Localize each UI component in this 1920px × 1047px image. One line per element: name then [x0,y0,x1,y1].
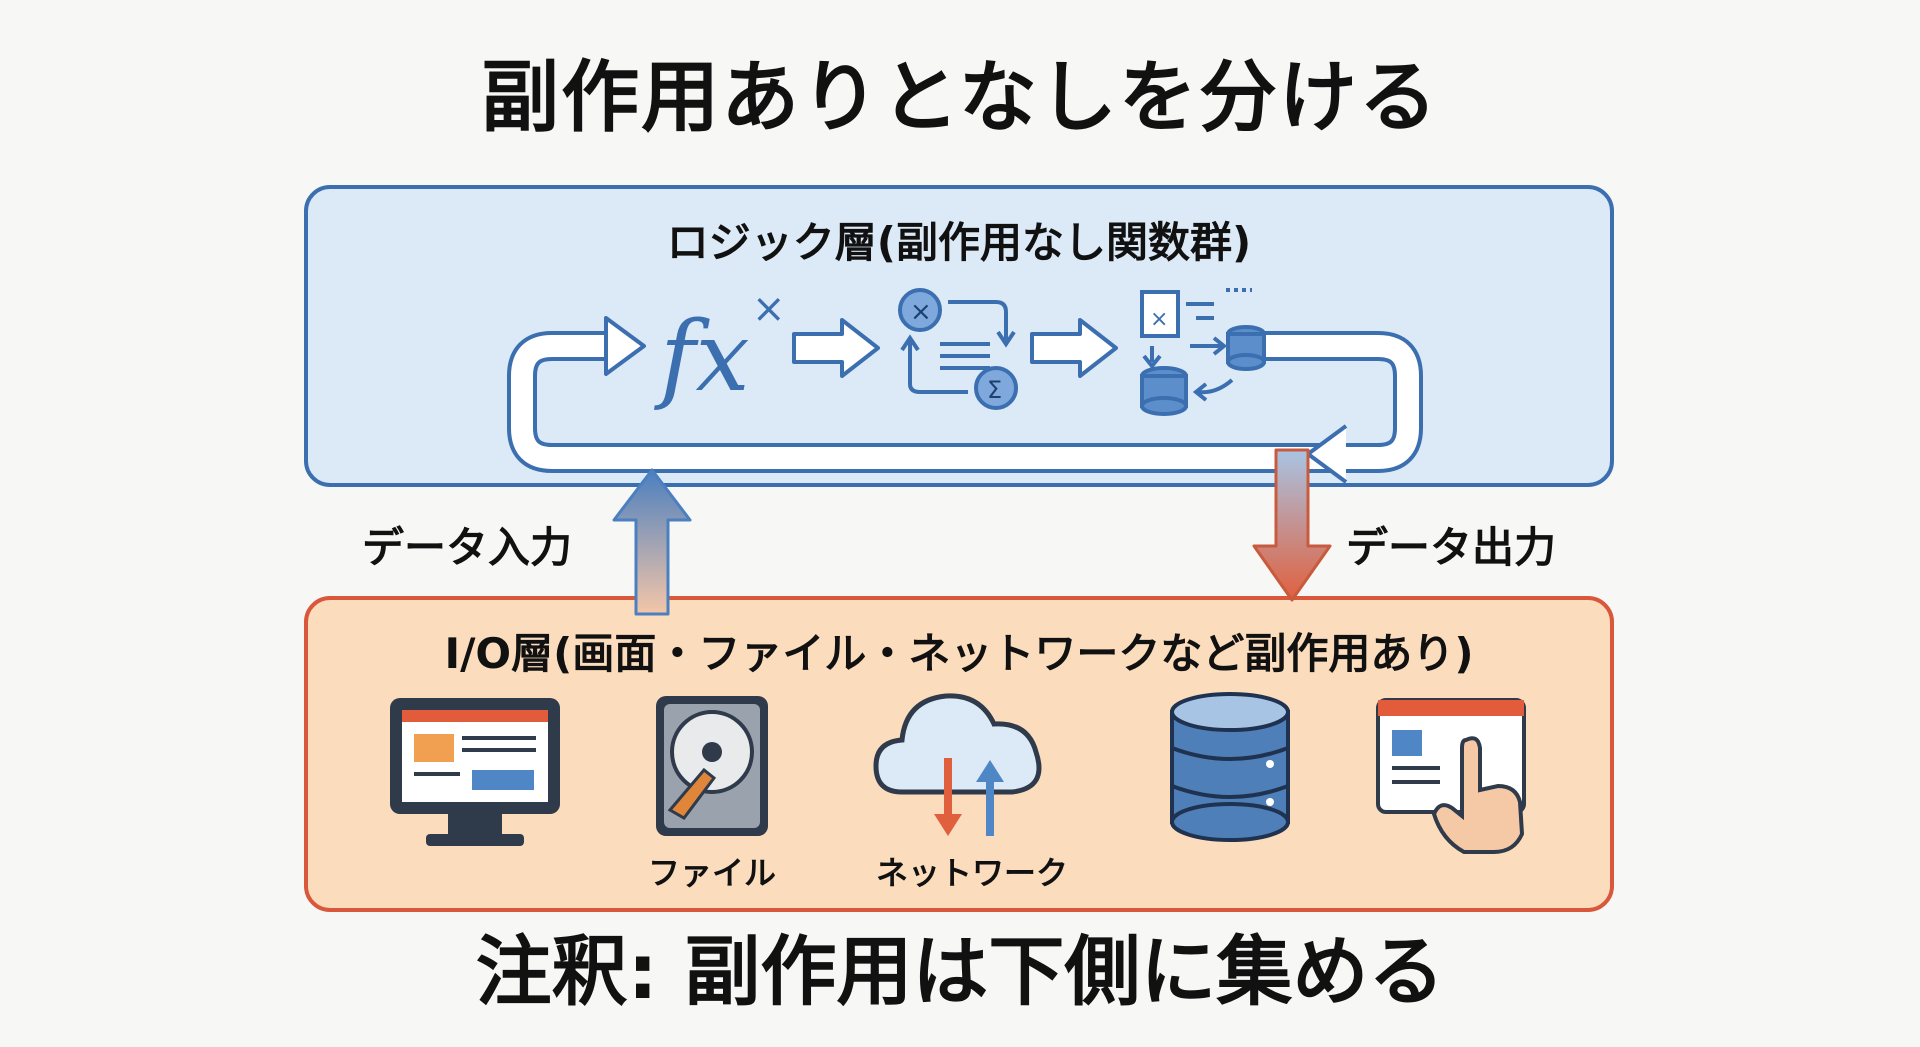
function-fx-icon: fx × [654,286,786,413]
cloud-network-icon [873,693,1042,836]
data-output-arrow [1252,448,1332,602]
fx-text: fx [654,301,750,413]
svg-text:×: × [752,286,786,332]
logic-layer-label: ロジック層(副作用なし関数群) [666,218,1252,267]
data-input-arrow [612,468,692,616]
hard-disk-file-icon [656,696,768,836]
data-flow-database-icon: × [1140,288,1266,416]
file-caption: ファイル [647,854,776,892]
data-output-label: データ出力 [1346,523,1557,572]
data-input-label: データ入力 [362,523,573,572]
browser-touch-icon [1376,698,1526,854]
svg-text:×: × [1150,307,1168,332]
footer-annotation: 注釈: 副作用は下側に集める [475,927,1445,1016]
page-title: 副作用ありとなしを分ける [481,53,1439,143]
transform-calc-icon: × Σ [898,288,1018,410]
logic-loop-arrow [507,316,1423,484]
database-icon [1170,692,1290,842]
svg-text:×: × [910,297,932,327]
monitor-screen-icon [390,698,560,846]
arrow-right-icon [792,318,1118,378]
io-layer-label: I/O層(画面・ファイル・ネットワークなど副作用あり) [444,629,1474,678]
network-caption: ネットワーク [875,854,1068,892]
svg-text:Σ: Σ [987,376,1002,404]
